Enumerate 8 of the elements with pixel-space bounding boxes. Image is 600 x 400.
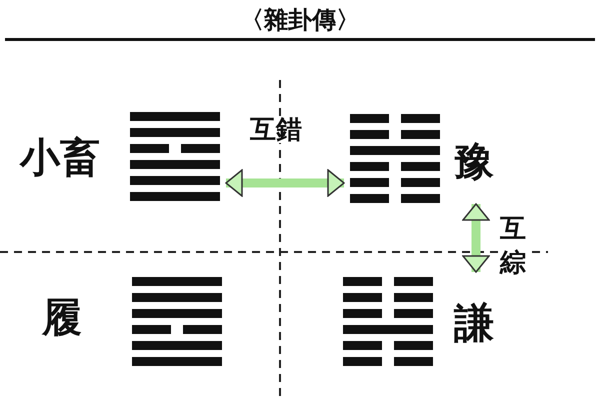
hexagram-name: 豫 [454, 142, 494, 182]
edge-label: 互錯 [250, 116, 302, 144]
hexagram-name: 小畜 [20, 138, 100, 178]
hexagram-name: 履 [42, 298, 82, 338]
double-arrow [225, 169, 345, 197]
double-arrow [462, 203, 490, 273]
hexagram-name: 謙 [454, 304, 494, 344]
title: 〈雜卦傳〉 [239, 6, 361, 36]
